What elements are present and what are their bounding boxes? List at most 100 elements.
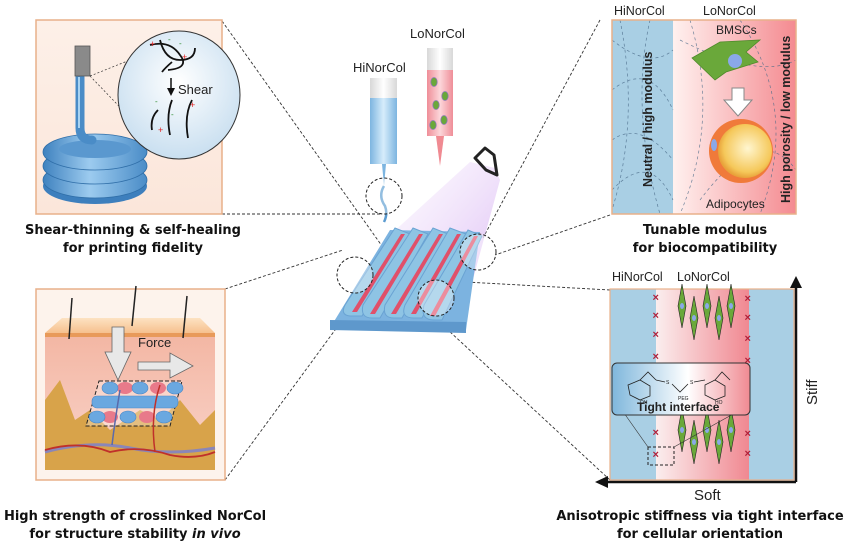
soft-arrow-icon xyxy=(595,476,608,488)
cell-nucleus xyxy=(729,303,733,309)
printed-coil-illustration xyxy=(42,72,148,204)
cell-nucleus xyxy=(729,427,733,433)
nozzle-tip xyxy=(74,45,91,77)
caption-line: High strength of crosslinked NorCol xyxy=(3,509,267,524)
panel-printing-center: HiNorCol LoNorCol xyxy=(330,26,500,333)
bmscs-label: BMSCs xyxy=(716,23,757,37)
crosslink-x: × xyxy=(653,329,659,341)
svg-text:+: + xyxy=(150,39,155,49)
panel-frame xyxy=(609,288,795,481)
force-down-arrow-icon xyxy=(104,326,132,381)
connector-bl-top xyxy=(224,249,344,290)
cell-nucleus xyxy=(717,315,721,321)
crosslink-x: × xyxy=(745,293,751,305)
cell-nucleus xyxy=(680,427,684,433)
caption-line: Shear-thinning & self-healing xyxy=(24,223,241,238)
crosslink-x: × xyxy=(653,427,659,439)
caption-anisotropic-stiffness: Anisotropic stiffness via tight interfac… xyxy=(555,508,845,544)
crosslink-x: × xyxy=(745,312,751,324)
zoom-circle-left xyxy=(336,256,374,294)
svg-text:+: + xyxy=(190,100,195,110)
zoom-circle-right xyxy=(459,233,497,271)
lonorcol-label: LoNorCol xyxy=(410,26,465,41)
hinorcol-label: HiNorCol xyxy=(614,4,665,18)
neutral-high-modulus-label: Neutral / high modulus xyxy=(641,52,655,187)
tight-interface-inset xyxy=(611,362,751,416)
caption-line: for structure stability in vivo xyxy=(0,526,270,544)
chemical-structure xyxy=(627,371,731,401)
connector-tl-top xyxy=(221,20,383,247)
differentiation-arrow-icon xyxy=(722,87,754,117)
caption-line: for biocompatibility xyxy=(632,241,778,256)
polymer-chains xyxy=(149,39,196,139)
skin-surface xyxy=(45,318,215,333)
panel-skin-strength: Force xyxy=(35,285,226,481)
crosslink-x: × xyxy=(745,333,751,345)
svg-text:+: + xyxy=(158,125,163,135)
force-right-arrow-icon xyxy=(137,352,194,379)
charge-markers: + + + + xyxy=(150,39,195,135)
tight-interface-label: Tight interface xyxy=(637,400,720,414)
crosslink-markers: ×××××××××××× xyxy=(653,292,751,461)
lonorcol-label: LoNorCol xyxy=(703,4,756,18)
cell-nucleus xyxy=(692,315,696,321)
svg-text:HO: HO xyxy=(715,400,723,406)
caption-line: Tunable modulus xyxy=(642,223,768,238)
crosslink-x: × xyxy=(653,310,659,322)
connector-tr-bottom xyxy=(494,214,611,256)
aligned-cells xyxy=(677,283,736,465)
polymer-inset-circle xyxy=(117,30,241,160)
svg-text:+: + xyxy=(182,52,187,62)
lonorcol-syringe xyxy=(427,48,453,166)
high-porosity-low-modulus-label: High porosity / low modulus xyxy=(779,36,793,203)
caption-high-strength: High strength of crosslinked NorCol for … xyxy=(0,508,270,544)
stiff-arrow-icon xyxy=(790,276,802,288)
panel-frame xyxy=(611,19,797,215)
cell-nucleus xyxy=(705,303,709,309)
svg-text:-: - xyxy=(155,97,158,106)
svg-text:S: S xyxy=(690,380,694,386)
force-label: Force xyxy=(138,335,171,350)
crosslink-x: × xyxy=(653,449,659,461)
connector-tr-top xyxy=(482,19,601,239)
negative-charge-markers: ---- xyxy=(155,35,182,119)
soft-label: Soft xyxy=(694,487,722,504)
vein xyxy=(44,443,216,454)
zoom-circle-nozzle xyxy=(365,177,403,215)
connector-br-top xyxy=(447,280,611,291)
cell-nucleus xyxy=(680,303,684,309)
bmsc-cell-icon xyxy=(691,39,762,81)
shear-label: Shear xyxy=(178,82,213,97)
svg-text:-: - xyxy=(171,110,174,119)
cell-nucleus xyxy=(692,439,696,445)
caption-line: for printing fidelity xyxy=(62,241,204,256)
hinorcol-label: HiNorCol xyxy=(353,60,406,75)
svg-text:-: - xyxy=(179,39,182,48)
panel-shear-thinning: ++++ ---- Shear xyxy=(35,19,241,215)
caption-shear-thinning: Shear-thinning & self-healing for printi… xyxy=(18,222,248,258)
hairs xyxy=(68,285,188,340)
svg-text:S: S xyxy=(666,380,670,386)
crosslink-x: × xyxy=(653,292,659,304)
interface-zoom-box xyxy=(647,446,675,466)
crosslink-x: × xyxy=(745,428,751,440)
zoom-circles xyxy=(336,177,497,317)
svg-text:OH: OH xyxy=(640,400,648,406)
artery xyxy=(44,444,216,458)
caption-tunable-modulus: Tunable modulus for biocompatibility xyxy=(600,222,810,258)
lonorcol-label: LoNorCol xyxy=(677,270,730,284)
crosslink-x: × xyxy=(745,448,751,460)
printed-scaffold xyxy=(330,227,483,333)
cell-nucleus xyxy=(705,427,709,433)
uv-lamp-icon xyxy=(473,146,499,177)
connector-br-bottom xyxy=(447,329,611,481)
subcutaneous-layer xyxy=(45,380,215,470)
caption-line: Anisotropic stiffness via tight interfac… xyxy=(556,509,844,524)
caption-italic: in vivo xyxy=(192,527,241,542)
panel-tunable-modulus: HiNorCol LoNorCol BMSCs Adipocytes Neutr… xyxy=(611,4,797,215)
stiff-label: Stiff xyxy=(804,379,821,405)
svg-text:-: - xyxy=(168,35,171,44)
caption-text: for structure stability xyxy=(29,527,193,542)
